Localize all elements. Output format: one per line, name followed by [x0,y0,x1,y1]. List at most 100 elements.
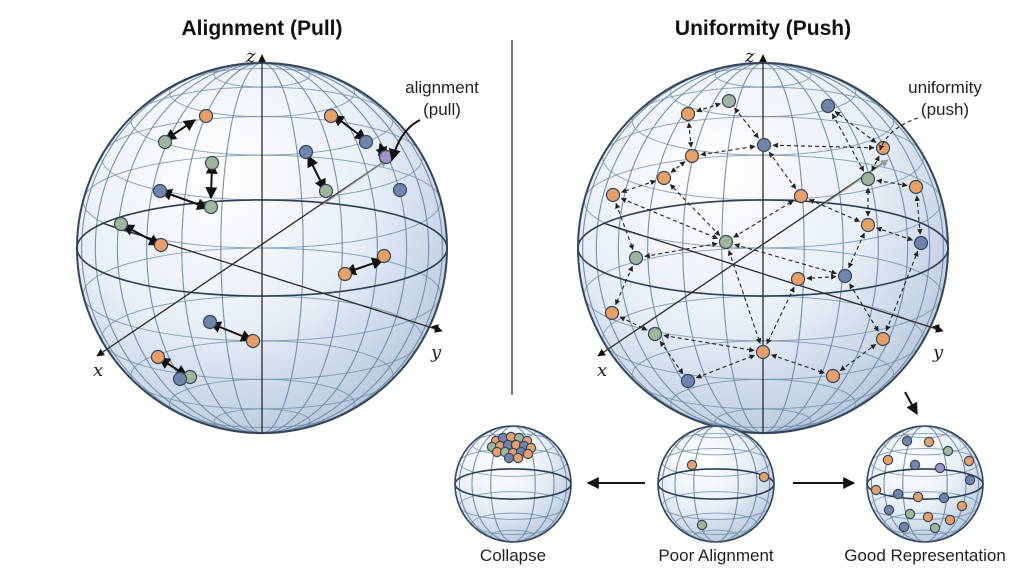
embedding-point [870,484,882,496]
sphere-outline [657,425,775,543]
embedding-point [157,134,173,150]
embedding-point [605,187,621,203]
embedding-point [944,514,956,526]
embedding-point [503,452,515,464]
embedding-point [923,436,935,448]
embedding-point [680,106,696,122]
uniformity-push-arrow [663,333,755,353]
embedding-point [860,217,876,233]
embedding-point [956,500,968,512]
collapse-sphere [454,425,572,543]
embedding-point [963,455,975,467]
embedding-point [647,326,663,342]
uniformity-push-arrow [839,343,877,372]
embedding-point [718,234,734,250]
alignment-pull-arrow [307,154,326,192]
embedding-point [860,171,876,187]
uniformity-push-arrow [831,113,865,172]
embedding-point [152,183,168,199]
embedding-point [337,266,353,282]
alignment-pull-arrow [159,189,210,210]
alignment-pull-arrow [164,119,196,141]
embedding-point [938,492,950,504]
embedding-point [825,368,841,384]
alignment-pull-arrow [121,224,162,246]
embedding-point [942,445,954,457]
uniformity-push-arrow [849,283,879,332]
uniformity-push-arrow [727,250,762,344]
embedding-point [323,108,339,124]
embedding-point [204,155,220,171]
embedding-point [628,250,644,266]
poor-alignment-caption: Poor Alignment [658,546,774,565]
embedding-point [875,331,891,347]
latitude-line [674,512,758,535]
embedding-point [837,268,853,284]
latitude-line [674,433,758,456]
embedding-point [934,462,946,474]
uniformity-sphere [577,54,949,435]
alignment-annotation-line2: (pull) [423,100,461,119]
uniformity-push-arrow [734,243,837,275]
embedding-point [392,182,408,198]
embedding-point [172,371,188,387]
uniformity-push-arrow [615,265,633,306]
uniformity-push-arrow [644,241,718,259]
alignment-annotation-line1: alignment [405,78,479,97]
alignment-pointer-arrow [388,119,421,162]
embedding-point [901,435,913,447]
uniformity-push-arrow [700,144,756,157]
embedding-point [656,170,672,186]
uniformity-push-arrow [766,286,795,345]
embedding-point [378,149,394,165]
latitude-line [471,512,555,535]
embedding-point [898,521,910,533]
embedding-point [882,454,894,466]
sphere-body [455,426,571,542]
embedding-point [604,305,620,321]
embedding-point [790,271,806,287]
embedding-point [153,237,169,253]
uniformity-push-arrow [806,274,837,281]
uniformity-push-arrow [848,232,865,269]
right-y-axis-label: y [932,342,944,363]
uniformity-push-arrow [734,107,759,139]
embedding-point [892,488,904,500]
x-axis-back [321,159,388,206]
embedding-point [756,137,772,153]
embedding-point [913,235,929,251]
alignment-title: Alignment (Pull) [182,17,343,40]
embedding-point [929,522,941,534]
embedding-point [150,349,166,365]
uniformity-push-arrow [871,155,880,172]
embedding-point [358,134,374,150]
embedding-point [793,188,809,204]
left-z-axis-label: z [245,46,256,67]
uniformity-title: Uniformity (Push) [675,17,851,40]
uniformity-push-arrow [914,195,923,235]
embedding-point [522,448,534,460]
embedding-point [298,144,314,160]
embedding-point [755,344,771,360]
sphere-body [658,426,774,542]
embedding-point [758,471,770,483]
embedding-point [912,491,924,503]
embedding-point [909,459,921,471]
left-y-axis-label: y [430,342,442,363]
sphere-outline [454,425,572,543]
uniformity-annotation-line2: (push) [921,100,969,119]
uniformity-push-arrow [808,199,861,222]
left-x-axis-label: x [93,360,103,381]
x-axis [96,162,383,357]
embedding-point [964,474,976,486]
uniformity-push-arrow [876,226,913,242]
embedding-point [318,183,334,199]
embedding-point [680,373,696,389]
uniformity-push-arrow [620,197,719,240]
uniformity-push-arrow [621,179,656,194]
embedding-point [113,216,129,232]
embedding-point [376,248,392,264]
alignment-pull-arrow [332,114,367,141]
